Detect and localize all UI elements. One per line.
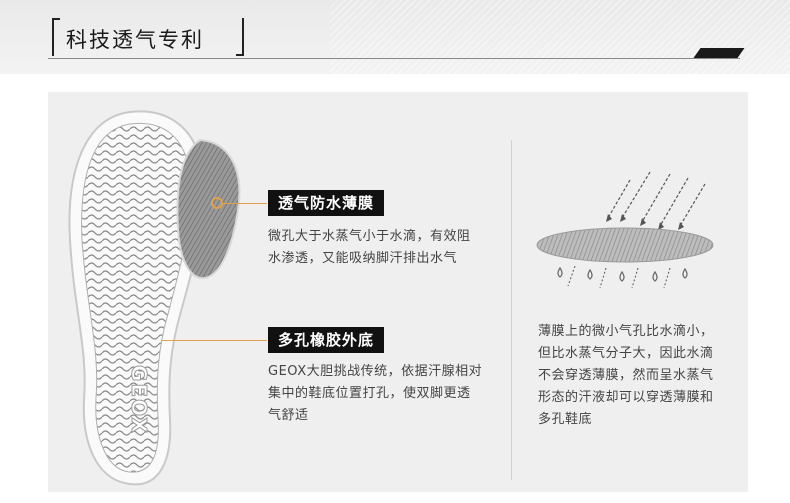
explain-line: 多孔鞋底 (538, 412, 593, 427)
sole-logo: GEOX (127, 365, 151, 435)
membrane-explanation: 薄膜上的微小气孔比水滴小， 但比水蒸气分子大，因此水滴 不会穿透薄膜，然而呈水蒸… (538, 321, 714, 431)
explain-line: 不会穿透薄膜，然而呈水蒸气 (538, 368, 714, 383)
feature-desc-membrane: 微孔大于水蒸气小于水滴，有效阻 水渗透，又能吸纳脚汗排出水气 (268, 226, 471, 270)
feature-desc-line: 集中的鞋底位置打孔，使双脚更透 (268, 386, 471, 401)
feature-label-membrane: 透气防水薄膜 (268, 190, 385, 216)
title-bracket-right (236, 18, 244, 56)
explain-line: 但比水蒸气分子大，因此水滴 (538, 346, 714, 361)
sole-callout-line (162, 340, 267, 341)
title-bracket-left (52, 18, 60, 56)
membrane-layer (536, 227, 714, 263)
feature-desc-line: 气舒适 (268, 408, 309, 423)
explain-line: 薄膜上的微小气孔比水滴小， (538, 324, 714, 339)
header-rule (48, 58, 740, 59)
page-title: 科技透气专利 (66, 28, 204, 52)
vapor-arrowheads (606, 214, 684, 230)
feature-label-outsole: 多孔橡胶外底 (268, 327, 385, 353)
header-band: 科技透气专利 (0, 0, 790, 74)
explain-line: 形态的汗液却可以穿透薄膜和 (538, 390, 714, 405)
panel-divider (511, 140, 512, 480)
feature-desc-outsole: GEOX大胆挑战传统，依据汗腺相对 集中的鞋底位置打孔，使双脚更透 气舒适 (268, 361, 482, 427)
feature-desc-line: 水渗透，又能吸纳脚汗排出水气 (268, 251, 458, 266)
feature-desc-line: GEOX大胆挑战传统，依据汗腺相对 (268, 364, 483, 379)
title-frame: 科技透气专利 (52, 18, 244, 56)
membrane-callout-line (223, 203, 267, 204)
membrane-patch (176, 138, 241, 280)
membrane-diagram (536, 171, 714, 289)
feature-desc-line: 微孔大于水蒸气小于水滴，有效阻 (268, 229, 471, 244)
vapor-arrows-out (567, 265, 671, 289)
header-diagonal-pattern (330, 0, 790, 74)
droplets (557, 266, 688, 282)
shoe-sole-illustration: GEOX (68, 110, 241, 486)
vapor-arrows-in (607, 171, 706, 227)
membrane-callout-dot (211, 197, 223, 209)
header-tab-accent (693, 48, 745, 58)
